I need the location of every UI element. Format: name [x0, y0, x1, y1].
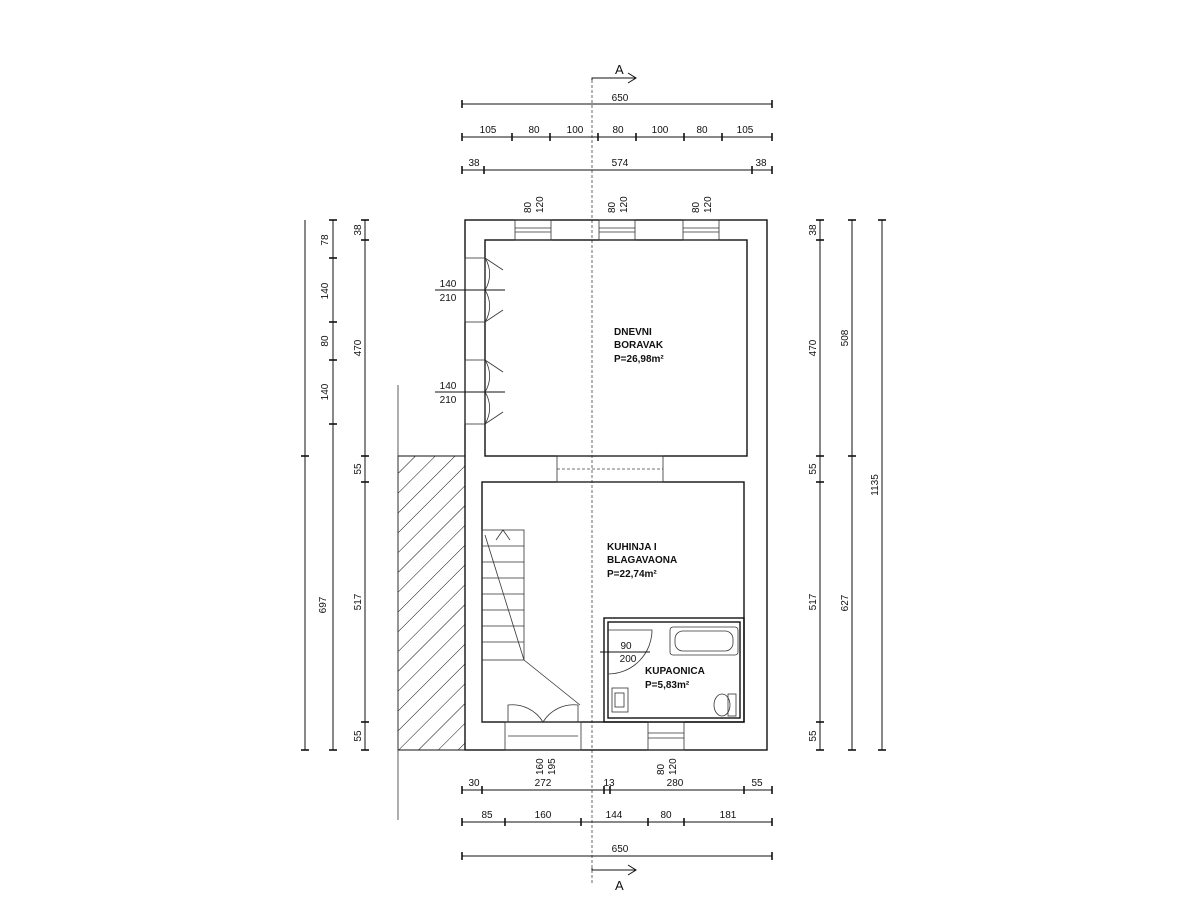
- left-door-2-width: 140: [440, 381, 457, 392]
- window-1-height: 120: [535, 196, 546, 213]
- dim-bottom-row1-5: 55: [751, 778, 763, 789]
- room-labels: DNEVNI BORAVAK P=26,98m² KUHINJA I BLAGA…: [607, 327, 705, 691]
- bath-window-width: 80: [656, 763, 667, 775]
- terrace-hatch: [397, 455, 466, 751]
- dim-top-seg-5: 100: [652, 125, 669, 136]
- dim-top-wall-left: 38: [468, 158, 480, 169]
- dim-left-chain-4: 517: [353, 593, 364, 610]
- bottom-dimensions: 30 272 13 280 55 85 160 144 80 181 650: [461, 778, 773, 860]
- dim-top-seg-4: 80: [612, 125, 624, 136]
- right-dimensions: 38 470 55 517 55 508 627 1135: [808, 219, 886, 751]
- dim-left-upper-2: 140: [320, 282, 331, 299]
- kitchen-name-1: KUHINJA I: [607, 542, 657, 553]
- kitchen-area: P=22,74m²: [607, 569, 657, 580]
- section-label-top: A: [615, 62, 624, 77]
- left-doors: 140 210 140 210: [435, 257, 505, 425]
- living-room-name-1: DNEVNI: [614, 327, 652, 338]
- living-room-name-2: BORAVAK: [614, 340, 664, 351]
- dim-top-seg-1: 105: [480, 125, 497, 136]
- dim-right-chain-2: 470: [808, 339, 819, 356]
- dim-left-upper-1: 78: [320, 234, 331, 246]
- dim-right-chain-3: 55: [808, 463, 819, 475]
- dim-top-inner: 574: [612, 158, 629, 169]
- entrance-door: 160 195: [504, 704, 582, 775]
- dim-left-chain-1: 38: [353, 224, 364, 236]
- dim-bottom-row1-4: 280: [667, 778, 684, 789]
- dim-right-overall: 1135: [870, 474, 881, 496]
- entrance-door-width: 160: [535, 758, 546, 775]
- dim-right-chain-1: 38: [808, 224, 819, 236]
- entrance-door-height: 195: [547, 758, 558, 775]
- bath-door-height: 200: [620, 654, 637, 665]
- dim-bottom-row2-2: 160: [535, 810, 552, 821]
- section-label-bottom: A: [615, 878, 624, 893]
- window-3-width: 80: [691, 201, 702, 213]
- window-2-height: 120: [619, 196, 630, 213]
- top-windows: 80 120 80 120 80 120: [514, 196, 720, 241]
- dim-top-seg-2: 80: [528, 125, 540, 136]
- left-door-1-height: 210: [440, 293, 457, 304]
- dim-bottom-row2-5: 181: [720, 810, 737, 821]
- left-dimensions: 697 78 140 80 140 38 470 55 517 55: [301, 219, 369, 751]
- dim-right-upper: 508: [840, 329, 851, 346]
- walls: [464, 219, 768, 751]
- dim-left-upper-4: 140: [320, 383, 331, 400]
- dim-left-lower: 697: [318, 596, 329, 613]
- dim-bottom-row2-4: 80: [660, 810, 672, 821]
- left-door-2-height: 210: [440, 395, 457, 406]
- kitchen-name-2: BLAGAVAONA: [607, 555, 677, 566]
- bathroom-name: KUPAONICA: [645, 666, 705, 677]
- living-room-area: P=26,98m²: [614, 354, 664, 365]
- dim-top-seg-7: 105: [737, 125, 754, 136]
- window-2-width: 80: [607, 201, 618, 213]
- dim-top-wall-right: 38: [755, 158, 767, 169]
- top-dimensions: 650 105 80 100 80 100 80 105 38 574 38: [461, 93, 773, 174]
- dim-top-seg-3: 100: [567, 125, 584, 136]
- dim-left-chain-2: 470: [353, 339, 364, 356]
- staircase: [481, 529, 581, 722]
- dim-left-chain-5: 55: [353, 730, 364, 742]
- dim-left-upper-3: 80: [320, 335, 331, 347]
- bath-door-width: 90: [620, 641, 632, 652]
- dim-bottom-row2-1: 85: [481, 810, 493, 821]
- dim-left-chain-3: 55: [353, 463, 364, 475]
- bathroom-area: P=5,83m²: [645, 680, 690, 691]
- dim-bottom-row1-2: 272: [535, 778, 552, 789]
- dim-bottom-row1-3: 13: [603, 778, 615, 789]
- dim-bottom-row2-3: 144: [606, 810, 623, 821]
- dim-right-chain-4: 517: [808, 593, 819, 610]
- dim-right-chain-5: 55: [808, 730, 819, 742]
- dim-bottom-overall: 650: [612, 844, 629, 855]
- left-door-1-width: 140: [440, 279, 457, 290]
- dim-top-overall: 650: [612, 93, 629, 104]
- section-line: A A: [591, 62, 637, 893]
- dim-top-seg-6: 80: [696, 125, 708, 136]
- bathroom: 90 200 80 120: [600, 617, 745, 775]
- window-3-height: 120: [703, 196, 714, 213]
- dim-bottom-row1-1: 30: [468, 778, 480, 789]
- window-1-width: 80: [523, 201, 534, 213]
- dim-right-lower: 627: [840, 594, 851, 611]
- bath-window-height: 120: [668, 758, 679, 775]
